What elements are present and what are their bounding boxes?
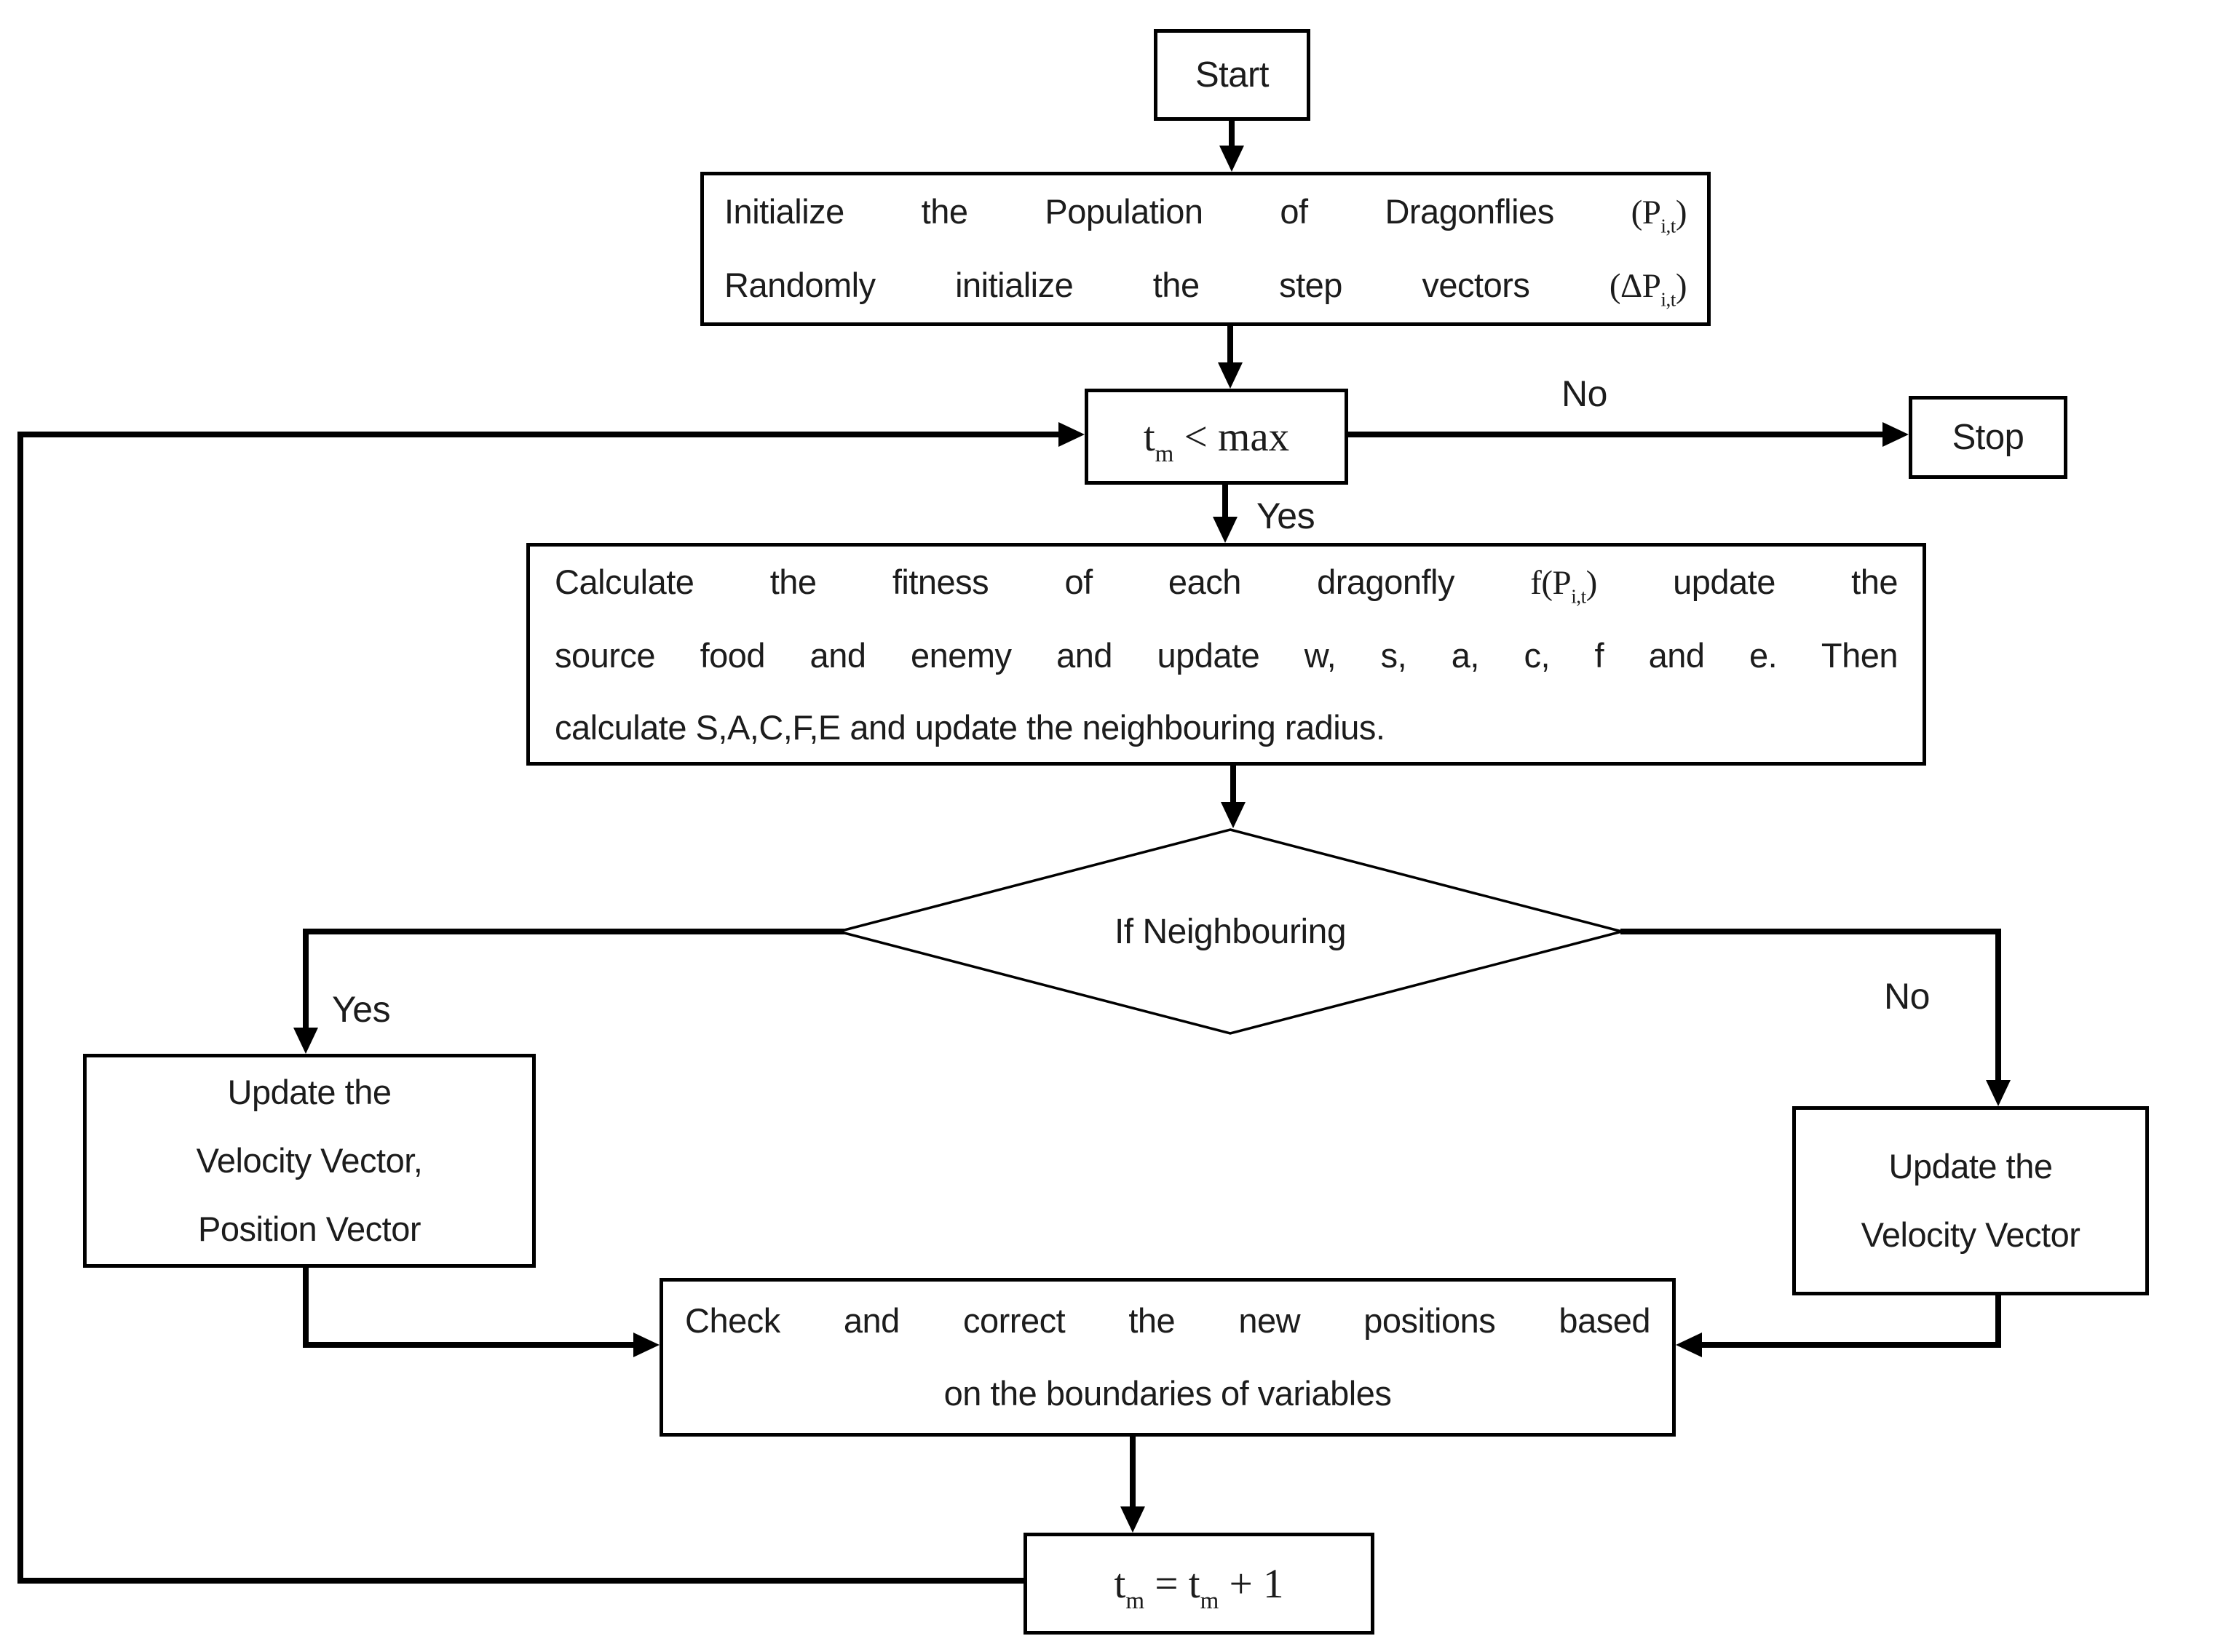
connector-updvel-bcheck: [1702, 1342, 2001, 1348]
update-velocity-line2: Velocity Vector: [1861, 1215, 2080, 1254]
update-velocity-node: Update the Velocity Vector: [1792, 1106, 2149, 1295]
neighbouring-decision-label: If Neighbouring: [1114, 912, 1347, 951]
edge-label-no-stop: No: [1561, 373, 1607, 414]
fitness-line1: Calculate the fitness of each dragonfly …: [555, 562, 1898, 607]
init-line1-math: (Pi,t): [1631, 194, 1687, 237]
connector-right-down: [1995, 929, 2001, 1081]
connector-bcheck-incr: [1130, 1437, 1136, 1509]
arrowhead-updboth-bcheck: [633, 1333, 660, 1357]
iteration-check-node: tm < max: [1085, 389, 1348, 485]
boundary-check-line1: Check and correct the new positions base…: [685, 1301, 1651, 1340]
connector-diamond-right: [1620, 929, 2001, 934]
init-line2-math: (ΔPi,t): [1609, 267, 1687, 311]
init-population-node: Initialize the Population of Dragonflies…: [700, 172, 1711, 326]
connector-init-iter: [1227, 326, 1233, 365]
connector-updvel-down: [1995, 1295, 2001, 1348]
update-velocity-position-node: Update the Velocity Vector, Position Vec…: [83, 1054, 536, 1268]
arrowhead-init-iter: [1218, 362, 1243, 389]
arrowhead-right-updvel: [1986, 1080, 2011, 1106]
fitness-line2: source food and enemy and update w, s, a…: [555, 635, 1899, 675]
connector-updboth-down: [303, 1268, 309, 1348]
connector-diamond-left: [306, 929, 844, 934]
connector-loop-top: [17, 432, 1060, 437]
start-label: Start: [1195, 55, 1269, 95]
update-both-line3: Position Vector: [197, 1210, 421, 1248]
fitness-line1-math: f(Pi,t): [1530, 563, 1597, 607]
arrowhead-loop-iter: [1058, 422, 1085, 447]
start-node: Start: [1154, 29, 1310, 121]
connector-left-down: [303, 929, 309, 1030]
arrowhead-left-updboth: [293, 1028, 318, 1054]
boundary-check-node: Check and correct the new positions base…: [660, 1278, 1676, 1437]
connector-start-init: [1229, 121, 1235, 150]
update-velocity-line1: Update the: [1888, 1147, 2053, 1186]
arrowhead-iter-fitness: [1213, 517, 1238, 543]
connector-iter-fitness: [1222, 485, 1228, 520]
edge-label-yes-neighbouring: Yes: [332, 989, 391, 1030]
arrowhead-bcheck-incr: [1120, 1506, 1145, 1533]
stop-label: Stop: [1952, 417, 2024, 457]
fitness-calc-node: Calculate the fitness of each dragonfly …: [526, 543, 1926, 766]
connector-updboth-bcheck: [303, 1342, 635, 1348]
connector-fitness-diamond: [1230, 766, 1236, 805]
arrowhead-updvel-bcheck: [1676, 1333, 1702, 1357]
increment-node: tm = tm + 1: [1024, 1533, 1374, 1635]
arrowhead-fitness-diamond: [1221, 802, 1246, 828]
edge-label-yes-continue: Yes: [1256, 496, 1315, 536]
stop-node: Stop: [1909, 396, 2067, 479]
increment-expression: tm = tm + 1: [1114, 1560, 1284, 1614]
init-line2: Randomly initialize the step vectors (ΔP…: [724, 266, 1687, 311]
iteration-condition: tm < max: [1143, 413, 1290, 467]
connector-iter-stop: [1348, 432, 1884, 437]
boundary-check-line2: on the boundaries of variables: [943, 1374, 1392, 1413]
update-both-line1: Update the: [227, 1073, 392, 1111]
init-line1: Initialize the Population of Dragonflies…: [724, 192, 1687, 237]
connector-loop-bottom: [17, 1578, 1024, 1584]
update-both-line2: Velocity Vector,: [196, 1141, 423, 1180]
arrowhead-iter-stop: [1882, 422, 1909, 447]
arrowhead-start-init: [1219, 146, 1244, 172]
neighbouring-decision-shape: [834, 827, 1627, 1036]
fitness-line3: calculate S,A,C,F,E and update the neigh…: [555, 707, 1385, 747]
connector-loop-left: [17, 432, 23, 1584]
edge-label-no-neighbouring: No: [1884, 976, 1930, 1017]
